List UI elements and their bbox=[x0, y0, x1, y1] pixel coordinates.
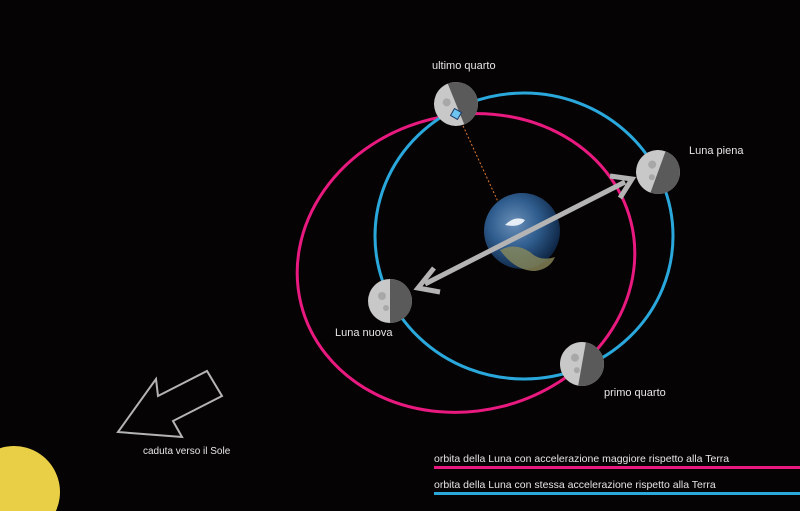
sun bbox=[0, 446, 60, 511]
moon-new bbox=[368, 279, 412, 323]
label-new-moon: Luna nuova bbox=[335, 327, 393, 339]
orbit-greater-acceleration bbox=[295, 112, 637, 414]
legend-pink-label: orbita della Luna con accelerazione magg… bbox=[434, 453, 730, 465]
moon-last-quarter bbox=[434, 82, 478, 126]
moon-earth-dotted-line bbox=[457, 114, 501, 207]
legend-blue-label: orbita della Luna con stessa accelerazio… bbox=[434, 479, 716, 491]
legend-pink-line bbox=[434, 466, 800, 469]
label-sun-fall: caduta verso il Sole bbox=[143, 446, 231, 457]
moon-first-quarter bbox=[560, 342, 604, 386]
sun-direction-arrow-icon bbox=[116, 369, 224, 439]
earth bbox=[484, 193, 560, 271]
sun-earth-double-arrow bbox=[413, 173, 637, 295]
observer-marker-icon bbox=[449, 107, 463, 121]
orbit-same-acceleration bbox=[373, 91, 675, 381]
moon-full bbox=[636, 150, 680, 194]
label-full-moon: Luna piena bbox=[689, 145, 744, 157]
legend-blue-line bbox=[434, 492, 800, 495]
label-last-quarter: ultimo quarto bbox=[432, 60, 496, 72]
label-first-quarter: primo quarto bbox=[604, 387, 666, 399]
